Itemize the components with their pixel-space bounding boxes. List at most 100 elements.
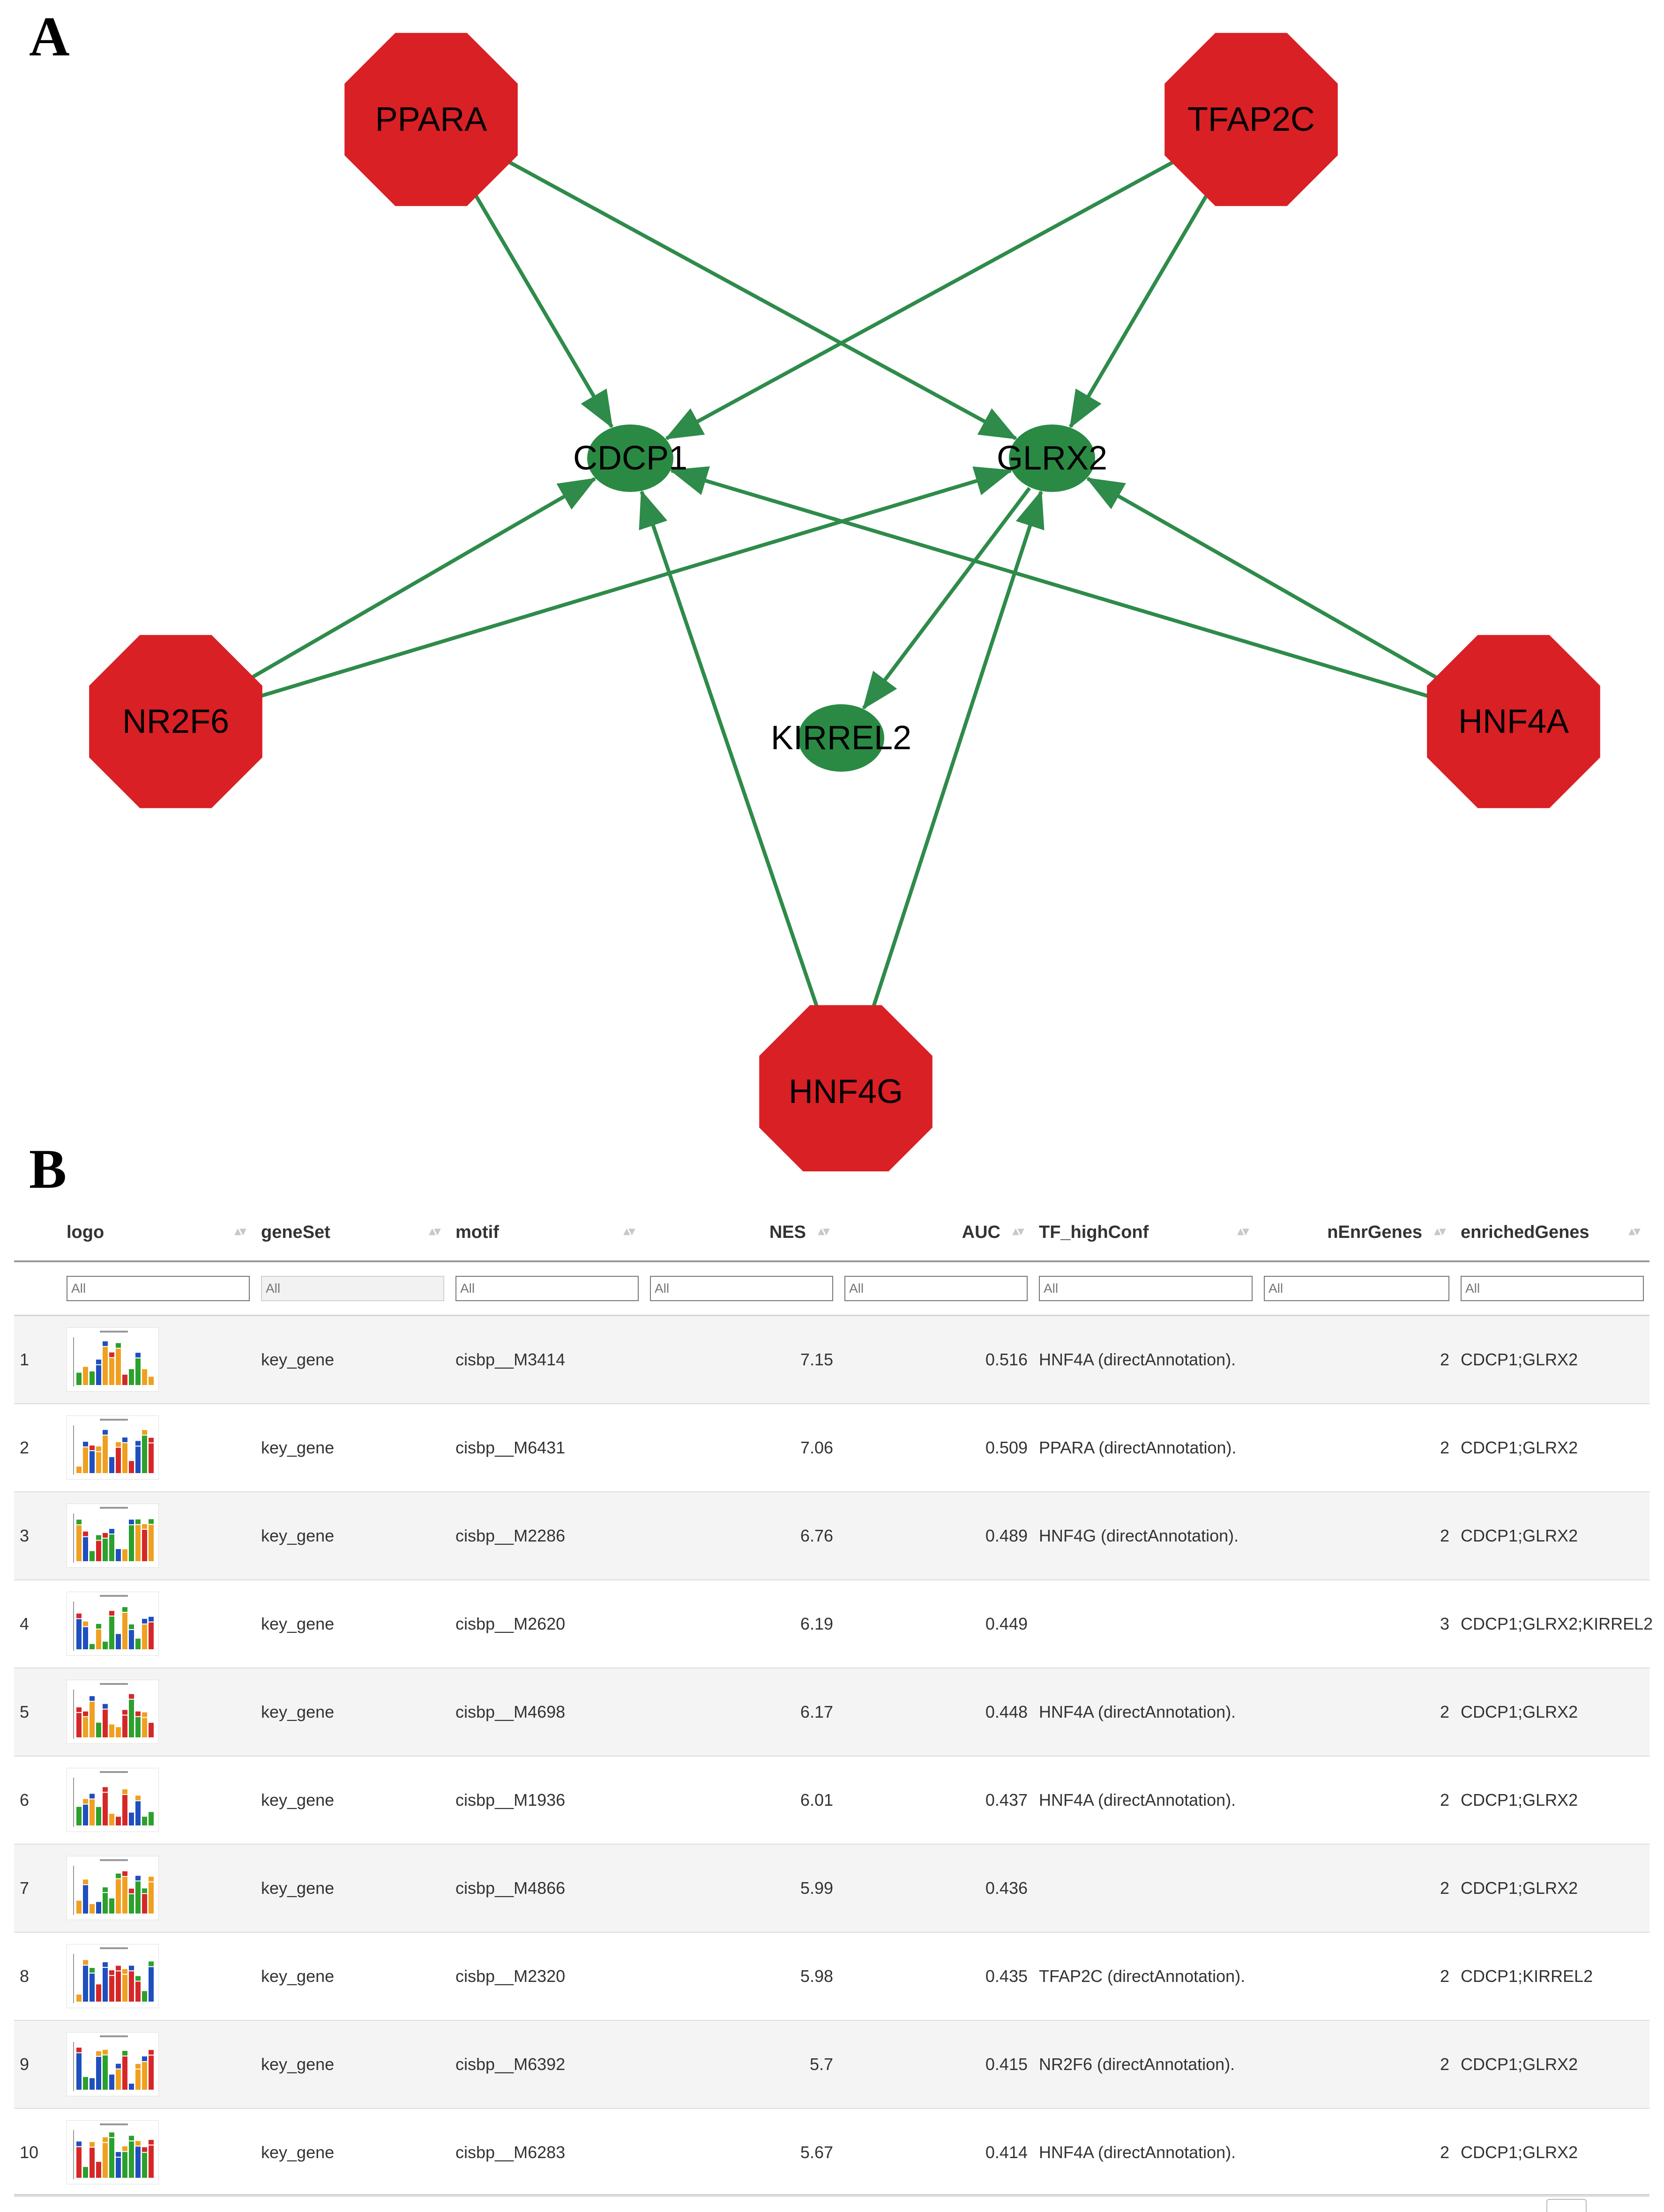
cell-enrichedgenes: CDCP1;GLRX2 — [1461, 1437, 1578, 1457]
column-header-geneset[interactable]: geneSet▴▾ — [255, 1204, 450, 1262]
cell-tf_highconf: TFAP2C (directAnnotation). — [1039, 1966, 1246, 1986]
cell-nenrgenes: 2 — [1440, 2054, 1449, 2074]
sort-arrows-icon[interactable]: ▴▾ — [1628, 1224, 1640, 1238]
motif-logo-image — [67, 1944, 159, 2008]
node-label-nr2f6: NR2F6 — [122, 703, 229, 740]
cell-nenrgenes: 2 — [1440, 2142, 1449, 2162]
cell-motif: cisbp__M6431 — [455, 1437, 566, 1457]
cell-motif: cisbp__M2320 — [455, 1966, 566, 1986]
cell-geneset: key_gene — [261, 1614, 335, 1633]
column-header-tf_highconf[interactable]: TF_highConf▴▾ — [1033, 1204, 1258, 1262]
cell-tf_highconf: PPARA (directAnnotation). — [1039, 1437, 1237, 1457]
row-index: 1 — [20, 1349, 30, 1369]
row-index: 9 — [20, 2054, 30, 2074]
column-header-nes[interactable]: NES ▴▾ — [644, 1204, 839, 1262]
node-label-hnf4g: HNF4G — [789, 1073, 903, 1110]
cell-motif: cisbp__M3414 — [455, 1349, 566, 1369]
cell-logo — [61, 1492, 255, 1580]
cell-geneset: key_gene — [261, 1349, 335, 1369]
cell-motif: cisbp__M6283 — [455, 2142, 566, 2162]
filter-cell-tf_highconf — [1033, 1261, 1258, 1316]
cell-nenrgenes: 2 — [1440, 1790, 1449, 1810]
cell-nenrgenes: 2 — [1440, 1437, 1449, 1457]
edge-tfap2c-to-cdcp1 — [664, 158, 1178, 440]
cell-auc: 0.415 — [985, 2054, 1028, 2074]
tf-node-nr2f6[interactable] — [89, 635, 262, 808]
column-header-enrichedgenes[interactable]: enrichedGenes▴▾ — [1455, 1204, 1649, 1262]
filter-input-auc[interactable] — [844, 1276, 1028, 1301]
edge-tfap2c-to-glrx2 — [1069, 191, 1210, 429]
cell-logo — [61, 1844, 255, 1932]
filter-input-enrichedgenes[interactable] — [1461, 1276, 1644, 1301]
filter-input-nes[interactable] — [650, 1276, 833, 1301]
column-header-label: NES — [769, 1222, 806, 1242]
sort-arrows-icon[interactable]: ▴▾ — [234, 1224, 246, 1238]
cell-geneset: key_gene — [261, 1878, 335, 1898]
filter-input-logo[interactable] — [67, 1276, 250, 1301]
row-index: 8 — [20, 1966, 30, 1986]
sort-arrows-icon[interactable]: ▴▾ — [623, 1224, 635, 1238]
panel-label-a: A — [29, 5, 70, 67]
sort-arrows-icon[interactable]: ▴▾ — [1434, 1224, 1446, 1238]
edge-hnf4a-to-glrx2 — [1086, 477, 1441, 682]
cell-nes: 5.7 — [809, 2054, 833, 2074]
cell-geneset: key_gene — [261, 1526, 335, 1545]
target-node-kirrel2[interactable] — [798, 704, 884, 772]
cell-tf_highconf: HNF4A (directAnnotation). — [1039, 2142, 1236, 2162]
table-bottom-border — [14, 2194, 1649, 2196]
tf-node-hnf4a[interactable] — [1427, 635, 1600, 808]
sort-arrows-icon[interactable]: ▴▾ — [429, 1224, 440, 1238]
filter-input-motif[interactable] — [455, 1276, 639, 1301]
cell-tf_highconf: HNF4G (directAnnotation). — [1039, 1526, 1239, 1545]
sort-arrows-icon[interactable]: ▴▾ — [1012, 1224, 1024, 1238]
sort-arrows-icon[interactable]: ▴▾ — [1237, 1224, 1249, 1238]
edge-hnf4a-to-cdcp1 — [670, 466, 1433, 700]
cell-nes: 6.19 — [800, 1614, 833, 1633]
target-node-glrx2[interactable] — [1009, 425, 1095, 492]
cell-tf_highconf — [1033, 1580, 1258, 1668]
column-header-motif[interactable]: motif▴▾ — [450, 1204, 644, 1262]
filter-input-tf_highconf[interactable] — [1039, 1276, 1253, 1301]
filter-input-geneset[interactable] — [261, 1276, 444, 1301]
filter-input-nenrgenes[interactable] — [1264, 1276, 1449, 1301]
panel-label-b: B — [29, 1138, 67, 1200]
cell-geneset: key_gene — [261, 2054, 335, 2074]
cell-enrichedgenes: CDCP1;GLRX2 — [1461, 1349, 1578, 1369]
cell-logo — [61, 2108, 255, 2197]
cell-geneset: key_gene — [261, 1702, 335, 1721]
node-label-hnf4a: HNF4A — [1458, 703, 1569, 740]
row-index-filter-cell — [14, 1261, 61, 1316]
filter-cell-auc — [839, 1261, 1033, 1316]
motif-logo-image — [67, 2032, 159, 2096]
column-header-logo[interactable]: logo ▴▾ — [61, 1204, 255, 1262]
cell-motif: cisbp__M2286 — [455, 1526, 566, 1545]
sort-arrows-icon[interactable]: ▴▾ — [818, 1224, 829, 1238]
column-header-nenrgenes[interactable]: nEnrGenes▴▾ — [1258, 1204, 1455, 1262]
column-header-auc[interactable]: AUC▴▾ — [839, 1204, 1033, 1262]
tf-node-tfap2c[interactable] — [1164, 33, 1338, 206]
row-index: 6 — [20, 1790, 30, 1810]
target-node-cdcp1[interactable] — [587, 425, 673, 492]
node-label-glrx2: GLRX2 — [997, 439, 1107, 477]
cell-logo — [61, 1580, 255, 1668]
cell-nenrgenes: 2 — [1440, 1526, 1449, 1545]
cell-motif: cisbp__M4698 — [455, 1702, 566, 1721]
cell-enrichedgenes: CDCP1;GLRX2;KIRREL2 — [1461, 1614, 1653, 1633]
pagination-control[interactable] — [1546, 2199, 1587, 2212]
edge-nr2f6-to-cdcp1 — [247, 477, 597, 681]
tf-node-hnf4g[interactable] — [759, 1005, 933, 1171]
tf-node-ppara[interactable] — [344, 33, 518, 206]
column-header-label: logo — [67, 1222, 104, 1242]
